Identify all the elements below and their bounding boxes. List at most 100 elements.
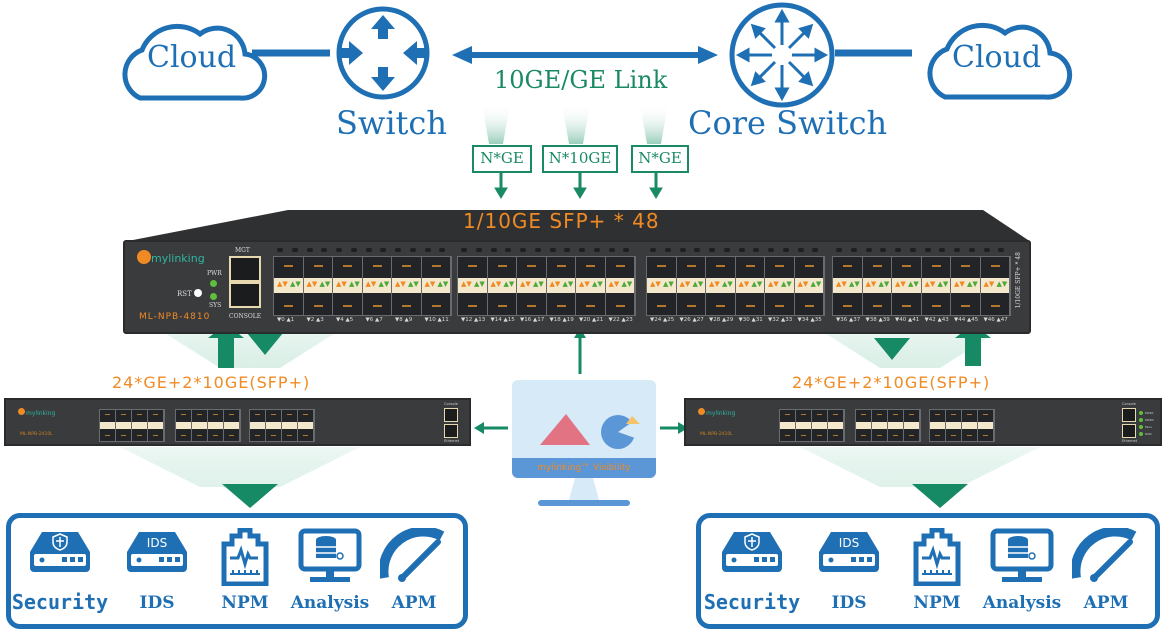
- sfp-port-cage[interactable]: [856, 410, 872, 441]
- sfp-port-cage[interactable]: [888, 410, 904, 441]
- link-activity-leds: ▲▼ ▲▼: [709, 280, 733, 288]
- right-services-panel: [696, 513, 1160, 629]
- right-ethernet-port[interactable]: [1122, 424, 1136, 438]
- sfp-port-cage[interactable]: [224, 410, 240, 441]
- port-led-dot: [520, 248, 526, 252]
- sfp-port-cage[interactable]: ▲▼ ▲▼: [576, 257, 606, 315]
- port-led-dot: [895, 248, 901, 252]
- sfp-port-slot: [213, 414, 218, 415]
- ids-appliance-icon: IDS: [815, 528, 883, 576]
- sfp-port-cage[interactable]: ▲▼ ▲▼: [333, 257, 363, 315]
- sfp-port-slot: [657, 265, 666, 267]
- sfp-port-cage[interactable]: ▲▼ ▲▼: [304, 257, 333, 315]
- sfp-port-cage[interactable]: [132, 410, 148, 441]
- service-label-security: Security: [11, 590, 109, 614]
- sfp-port-cage[interactable]: [828, 410, 844, 441]
- mgt-port[interactable]: [229, 256, 261, 282]
- sfp-port-slot: [843, 265, 852, 267]
- sfp-port-cage[interactable]: ▲▼ ▲▼: [547, 257, 576, 315]
- port-led-dot: [336, 248, 342, 252]
- sfp-port-slot: [255, 414, 260, 415]
- flow-arrows: [208, 324, 991, 508]
- left-device-caption: 24*GE+2*10GE(SFP+): [112, 373, 311, 392]
- sfp-port-cage[interactable]: [266, 410, 282, 441]
- sfp-port-cage[interactable]: ▲▼ ▲▼: [706, 257, 736, 315]
- sfp-port-cage[interactable]: [930, 410, 946, 441]
- port-led-dot: [753, 248, 760, 252]
- sfp-port-cage[interactable]: ▲▼ ▲▼: [833, 257, 863, 315]
- sfp-port-cage[interactable]: [946, 410, 962, 441]
- sfp-port-cage[interactable]: ▲▼ ▲▼: [736, 257, 765, 315]
- port-number-label: ▼14 ▲15: [490, 317, 515, 323]
- sfp-port-cage[interactable]: ▲▼ ▲▼: [922, 257, 951, 315]
- visibility-monitor[interactable]: mylinking™ Visibility: [512, 380, 656, 510]
- side-label: 1/10GE SFP+ * 48: [1015, 252, 1022, 309]
- sfp-port-cage[interactable]: [812, 410, 828, 441]
- sfp-port-cage[interactable]: ▲▼ ▲▼: [274, 257, 304, 315]
- sfp-port-slot: [153, 414, 158, 415]
- port-led-dot: [608, 248, 615, 252]
- sfp-port-cage[interactable]: ▲▼ ▲▼: [677, 257, 706, 315]
- sfp-port-cage[interactable]: [282, 410, 298, 441]
- sfp-port-cage[interactable]: [116, 410, 132, 441]
- port-number-label: ▼34 ▲35: [797, 317, 822, 323]
- sfp-port-slot: [686, 265, 696, 267]
- sfp-port-cage[interactable]: [176, 410, 192, 441]
- sfp-port-cage[interactable]: ▲▼ ▲▼: [951, 257, 981, 315]
- sfp-port-cage[interactable]: [872, 410, 888, 441]
- sfp-port-cage[interactable]: ▲▼ ▲▼: [863, 257, 892, 315]
- left-ethernet-port[interactable]: [444, 424, 458, 438]
- sfp-port-cage[interactable]: [208, 410, 224, 441]
- sfp-port-cage[interactable]: ▲▼ ▲▼: [606, 257, 635, 315]
- double-arrow-link: [452, 46, 718, 64]
- sfp-port-cage[interactable]: ▲▼ ▲▼: [981, 257, 1010, 315]
- sfp-port-cage[interactable]: ▲▼ ▲▼: [795, 257, 824, 315]
- sfp-port-cage[interactable]: [100, 410, 116, 441]
- port-led-dot: [475, 248, 482, 252]
- sfp-port-cage[interactable]: [298, 410, 314, 441]
- sfp-port-cage[interactable]: ▲▼ ▲▼: [458, 257, 488, 315]
- console-port[interactable]: [229, 282, 261, 308]
- sfp-port-slot: [105, 414, 110, 415]
- sfp-port-cage[interactable]: [904, 410, 920, 441]
- sfp-port-cage[interactable]: ▲▼ ▲▼: [765, 257, 795, 315]
- sfp-port-slot: [902, 305, 911, 307]
- sfp-port-cage[interactable]: ▲▼ ▲▼: [363, 257, 392, 315]
- tap-box-10ge: N*10GE: [542, 145, 618, 173]
- sfp-port-cage[interactable]: ▲▼ ▲▼: [517, 257, 547, 315]
- link-activity-leds: ▲▼ ▲▼: [461, 280, 485, 288]
- sfp-port-cage[interactable]: ▲▼ ▲▼: [422, 257, 451, 315]
- sfp-port-cage[interactable]: ▲▼ ▲▼: [647, 257, 677, 315]
- left-console-port[interactable]: [444, 408, 458, 422]
- right-console-port[interactable]: [1122, 408, 1136, 422]
- sfp-port-slot: [967, 414, 972, 415]
- sfp-port-cage[interactable]: [250, 410, 266, 441]
- port-number-label: ▼0 ▲1: [277, 317, 295, 323]
- link-activity-leds: ▲▼ ▲▼: [768, 280, 792, 288]
- rst-button[interactable]: [194, 289, 202, 297]
- port-led-dot: [723, 248, 730, 252]
- port-number-label: ▼8 ▲9: [395, 317, 413, 323]
- monitor-stand: [569, 478, 599, 500]
- sfp-port-slot: [801, 435, 806, 436]
- sfp-port-cage[interactable]: [796, 410, 812, 441]
- sfp-port-cage[interactable]: ▲▼ ▲▼: [392, 257, 422, 315]
- sfp-port-cage[interactable]: [978, 410, 994, 441]
- port-number-label: ▼4 ▲5: [336, 317, 354, 323]
- sfp-port-slot: [785, 435, 790, 436]
- sfp-port-cage[interactable]: ▲▼ ▲▼: [488, 257, 517, 315]
- tap-funnels: [482, 104, 668, 144]
- sfp-port-cage[interactable]: [780, 410, 796, 441]
- sfp-port-cage[interactable]: ▲▼ ▲▼: [892, 257, 922, 315]
- sfp-port-cage[interactable]: [962, 410, 978, 441]
- sfp-port-slot: [861, 414, 866, 415]
- port-led-dot: [812, 248, 819, 252]
- sfp-port-slot: [105, 435, 110, 436]
- sfp-port-cage[interactable]: [148, 410, 164, 441]
- sfp-port-slot: [801, 414, 806, 415]
- port-number-label: ▼44 ▲45: [954, 317, 979, 323]
- sfp-port-cage[interactable]: [192, 410, 208, 441]
- sfp-port-slot: [931, 305, 941, 307]
- link-activity-leds: ▲▼ ▲▼: [336, 280, 360, 288]
